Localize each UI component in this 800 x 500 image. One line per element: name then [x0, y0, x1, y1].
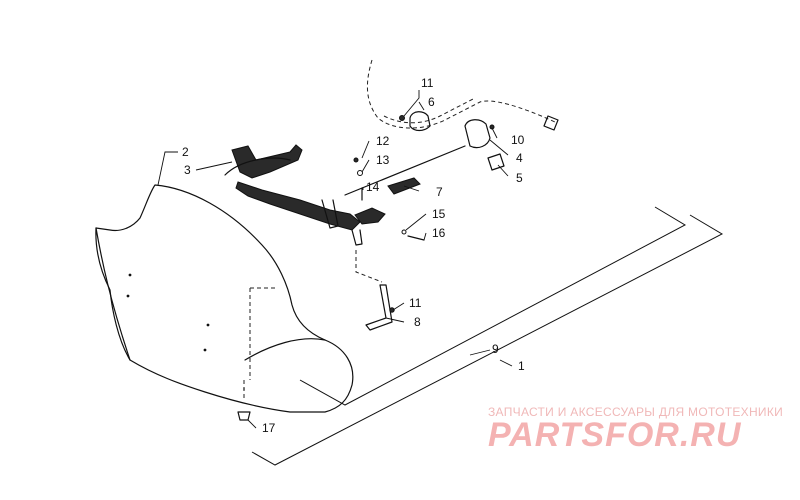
callout-6: 6 [428, 95, 435, 109]
callout-15: 15 [432, 207, 446, 221]
callout-13: 13 [376, 153, 390, 167]
callout-1: 1 [518, 359, 525, 373]
callout-8: 8 [414, 315, 421, 329]
windshield-part [95, 184, 354, 413]
callout-labels: 2 3 11 6 10 4 5 12 13 14 7 15 16 11 8 9 … [182, 76, 525, 435]
callout-17: 17 [262, 421, 276, 435]
callout-10: 10 [511, 133, 525, 147]
watermark-tagline: ЗАПЧАСТИ И АКСЕССУАРЫ ДЛЯ МОТОТЕХНИКИ [488, 405, 783, 419]
callout-14: 14 [366, 180, 380, 194]
handlebar-outline [367, 59, 559, 131]
lower-strap-part [355, 250, 395, 331]
clamp-part [399, 111, 431, 132]
knob-part [487, 153, 505, 171]
fasteners-group [353, 157, 425, 241]
lever-mount-part [344, 119, 495, 196]
watermark: ЗАПЧАСТИ И АКСЕССУАРЫ ДЛЯ МОТОТЕХНИКИ PA… [488, 405, 783, 454]
callout-9: 9 [492, 342, 499, 356]
leader-lines [157, 90, 513, 429]
callout-7: 7 [436, 185, 443, 199]
callout-2: 2 [182, 145, 189, 159]
callout-16: 16 [432, 226, 446, 240]
assembly-frame-1 [251, 214, 724, 466]
callout-12: 12 [376, 134, 390, 148]
assembly-frame-9 [299, 206, 687, 406]
callout-11-bottom: 11 [409, 296, 422, 310]
fastener-17 [237, 380, 251, 421]
callout-5: 5 [516, 171, 523, 185]
callout-11-top: 11 [421, 76, 434, 90]
watermark-logo: PARTSFOR.RU [488, 416, 742, 454]
mounting-bracket-part [224, 144, 386, 246]
callout-3: 3 [184, 163, 191, 177]
callout-4: 4 [516, 151, 523, 165]
